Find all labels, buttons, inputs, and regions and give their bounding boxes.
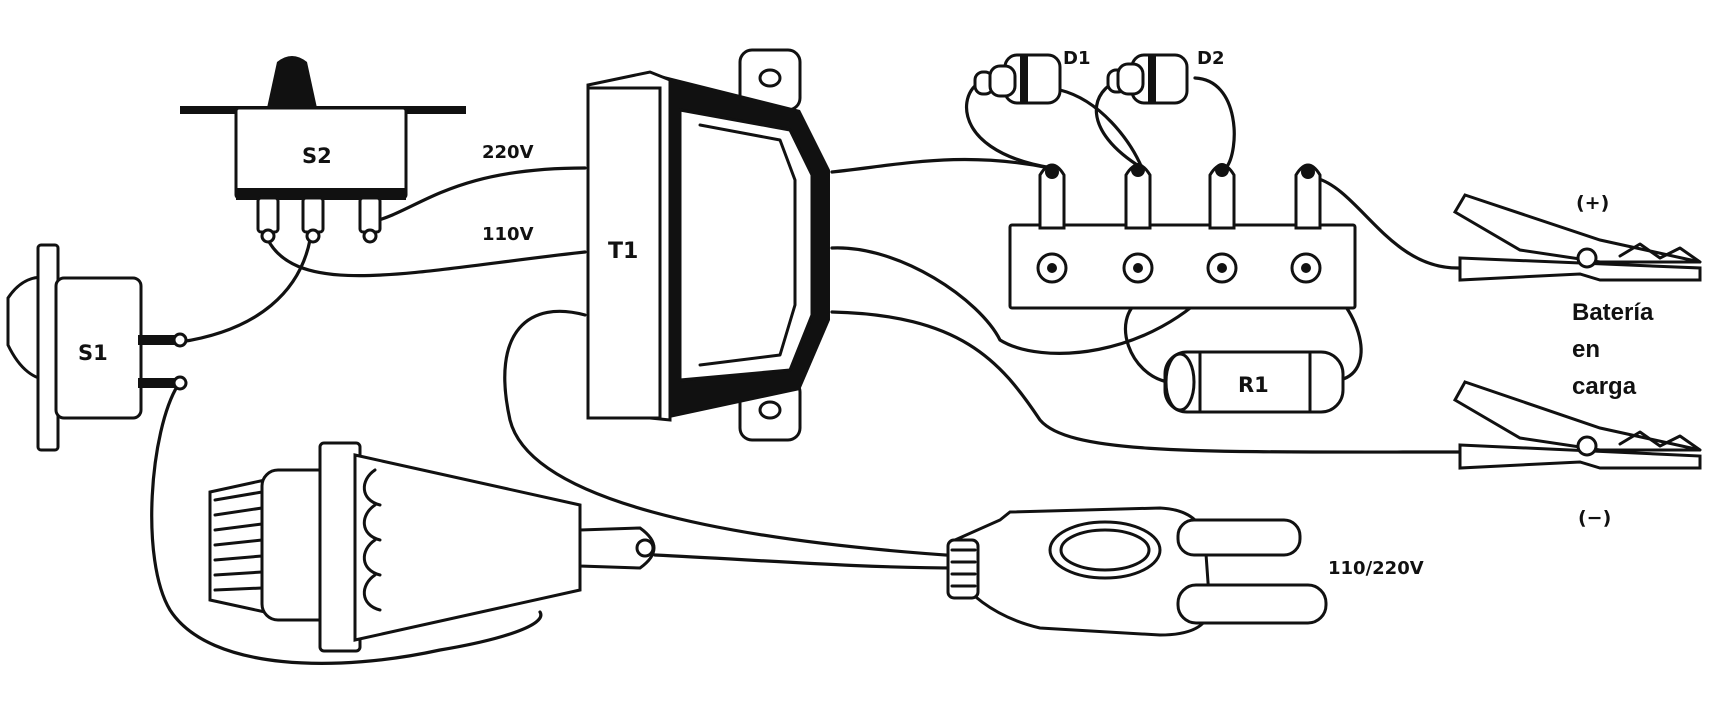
wire-s2-s1 — [178, 238, 312, 344]
label-s2: S2 — [302, 144, 332, 168]
label-110v: 110V — [482, 224, 534, 245]
wire-s1-fuse — [150, 383, 543, 665]
label-battery-line2: en — [1572, 336, 1600, 363]
wire-t1-d1 — [830, 157, 1052, 174]
label-t1: T1 — [608, 239, 638, 264]
transformer-t1 — [586, 48, 830, 442]
wire-terminal4-positive — [1314, 176, 1462, 270]
switch-s2 — [180, 56, 466, 244]
label-d2: D2 — [1197, 48, 1224, 69]
label-220v: 220V — [482, 142, 534, 163]
switch-s1 — [6, 243, 188, 452]
wire-t1-plug — [503, 309, 962, 558]
wire-fuse-plug — [653, 553, 962, 570]
fuse-holder — [208, 441, 656, 653]
mains-plug — [946, 506, 1328, 637]
wire-t1-terminal3 — [830, 246, 1222, 355]
terminal-strip — [1008, 163, 1357, 310]
label-battery-line1: Batería — [1572, 299, 1654, 326]
wire-s2-110v — [266, 238, 587, 278]
diode-d2 — [1106, 53, 1189, 105]
d1-lead-right — [1058, 88, 1144, 170]
alligator-clip-positive — [1452, 193, 1702, 282]
label-plug-voltage: 110/220V — [1328, 558, 1424, 579]
resistor-r1 — [1163, 350, 1345, 414]
label-d1: D1 — [1063, 48, 1090, 69]
label-s1: S1 — [78, 341, 108, 365]
d2-lead-right — [1193, 76, 1236, 170]
label-r1: R1 — [1238, 373, 1269, 397]
diode-d1 — [973, 53, 1062, 105]
label-battery-line3: carga — [1572, 373, 1637, 400]
wire-t1-negative — [830, 310, 1462, 454]
label-positive: (+) — [1576, 192, 1609, 214]
wire-s2-220v — [370, 166, 587, 224]
label-negative: (−) — [1578, 507, 1611, 529]
alligator-clip-negative — [1452, 380, 1702, 470]
